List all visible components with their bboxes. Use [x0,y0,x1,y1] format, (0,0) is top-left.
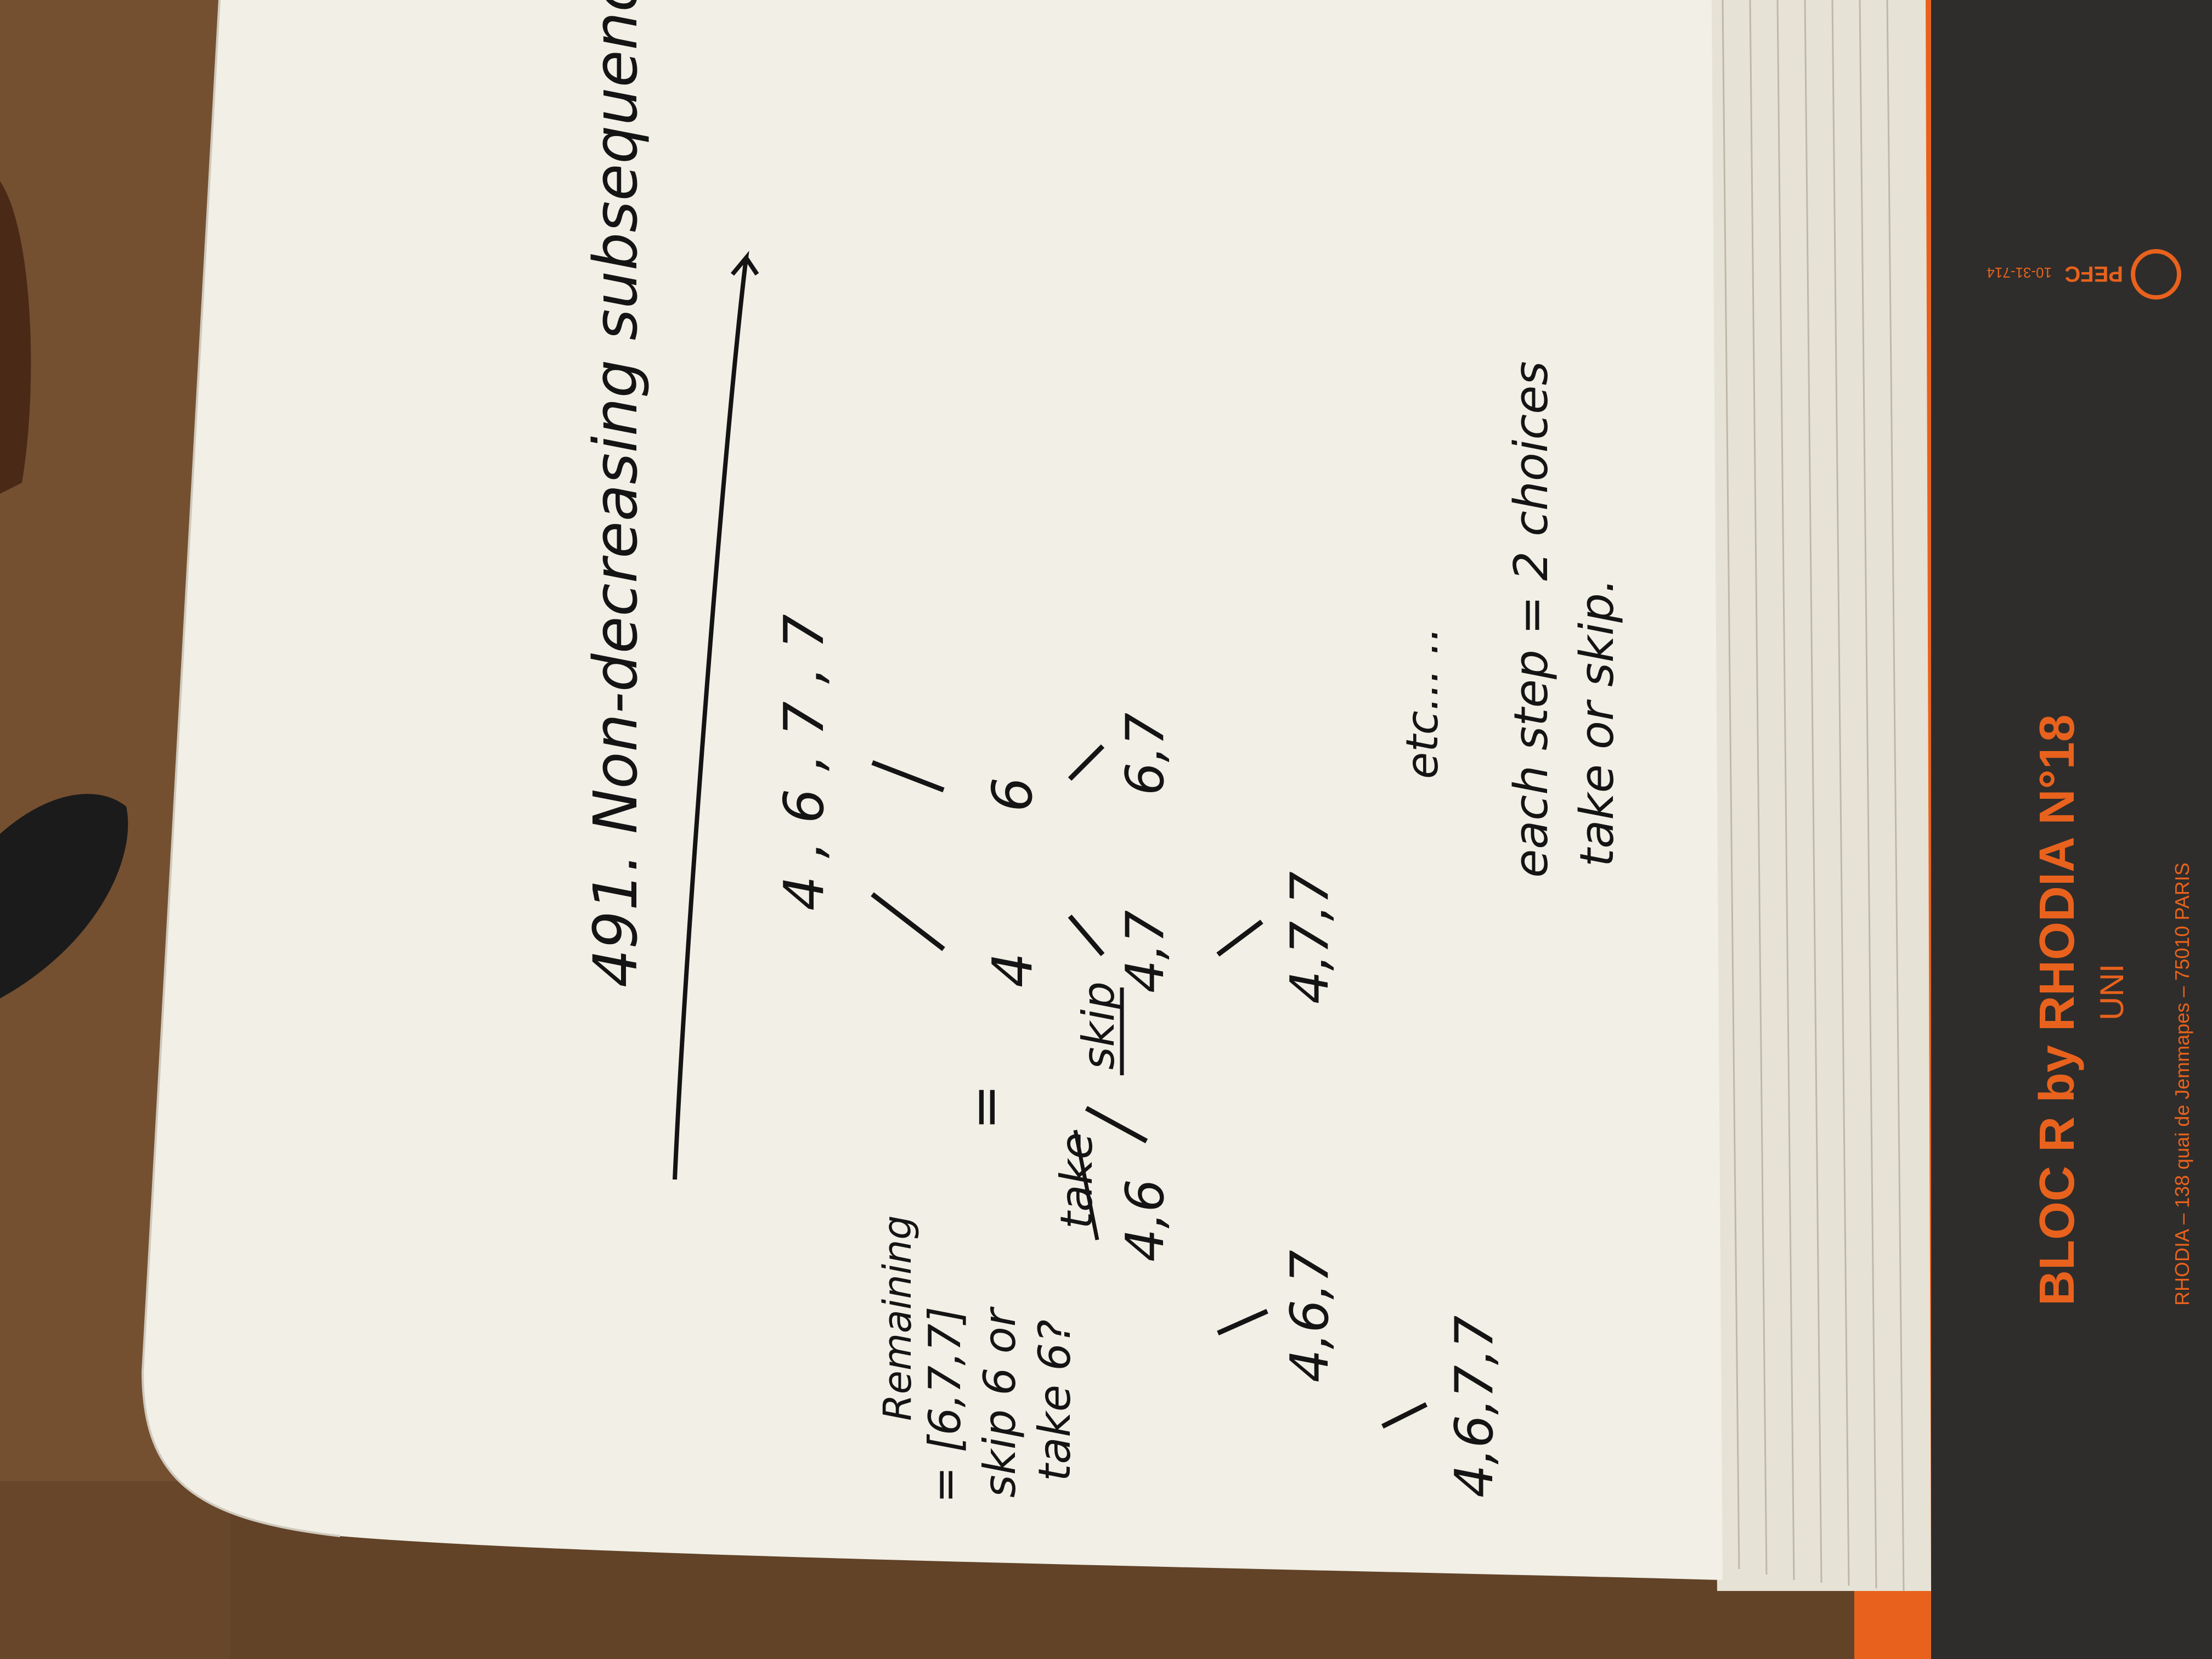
node-467: 4,6,7 [1280,1250,1340,1383]
note-title: 491. Non-decreasing subsequence. [580,0,651,988]
branch-take: take [1051,1132,1102,1229]
title-underline [673,251,759,1180]
note-etc: etc... .. [1397,627,1448,779]
pefc-logo: PEFC 10-31-714 [1987,249,2181,300]
node-477: 4,7,7 [1280,871,1340,1004]
branch-skip: skip [1073,981,1124,1070]
rhodia-branding: BLOC R by RHODIA N°18 UNI RHODIA – 138 q… [2030,714,2193,1306]
pefc-label: PEFC [2064,262,2123,286]
skip-or: skip 6 or [974,1306,1025,1498]
brand-line: BLOC R by RHODIA N°18 [2030,714,2085,1306]
brand-address: RHODIA – 138 quai de Jemmapes – 75010 PA… [2171,862,2193,1306]
tree-root: 4 [980,952,1045,988]
pefc-code: 10-31-714 [1987,264,2052,281]
node-46: 4,6 [1115,1179,1176,1262]
take-question: take 6? [1029,1319,1080,1481]
remaining-list: = [6,7,7] [919,1307,970,1503]
note-each-step: each step = 2 choices [1504,361,1559,878]
brand-uni: UNI [2094,964,2130,1020]
paper-sheet [143,0,1723,1580]
note-sequence: 4 , 6 , 7 , 7 [772,614,836,911]
skip-child: 6 [980,777,1045,812]
node-47: 4,7 [1115,910,1176,993]
note-take-or-skip: take or skip. [1570,578,1624,867]
handwritten-notes: 491. Non-decreasing subsequence. 4 , 6 ,… [580,0,1624,1503]
leather-strap [0,181,31,494]
notepad-cover [1931,0,2212,1659]
remaining-equals: = [953,1084,1017,1130]
node-4677: 4,6,7,7 [1444,1316,1505,1498]
node-67: 6,7 [1115,713,1176,795]
paper-stack-edge [1701,0,1931,1591]
remaining-heading: Remaining [875,1215,920,1421]
black-strap [0,794,128,998]
